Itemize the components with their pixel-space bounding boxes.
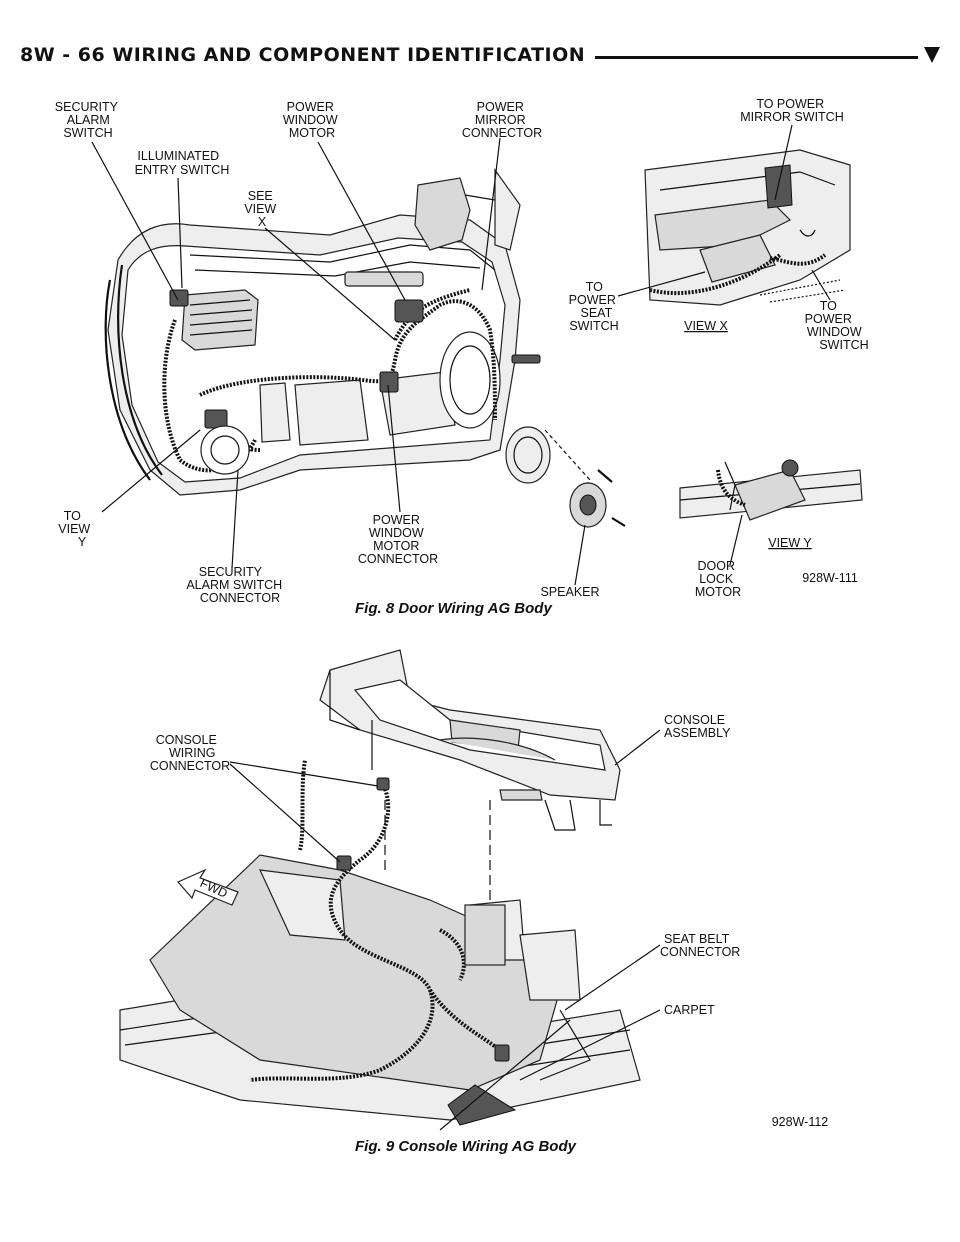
page-title: 8W - 66 WIRING AND COMPONENT IDENTIFICAT… xyxy=(20,44,596,66)
label-power-mirror-connector: POWER MIRROR CONNECTOR xyxy=(462,100,542,140)
figure-9-console-wiring: FWD CONSOLE WIRING CONNECTOR CONSOLE ASS… xyxy=(119,649,828,1131)
view-x-inset xyxy=(644,149,851,306)
figure-8-door-wiring: SECURITY ALARM SWITCH ILLUMINATED ENTRY … xyxy=(55,97,869,605)
label-view-y: VIEW Y xyxy=(768,536,812,550)
label-security-alarm-switch: SECURITY ALARM SWITCH xyxy=(55,100,121,140)
label-to-power-seat-switch: TO POWER SEAT SWITCH xyxy=(569,280,620,333)
console-illustration: FWD xyxy=(119,649,641,1126)
label-security-alarm-switch-connector: SECURITY ALARM SWITCH CONNECTOR xyxy=(186,565,285,605)
figure-8-caption: Fig. 8 Door Wiring AG Body xyxy=(355,600,552,617)
door-illustration xyxy=(104,168,626,528)
page-header: 8W - 66 WIRING AND COMPONENT IDENTIFICAT… xyxy=(20,44,940,74)
figure-9-caption: Fig. 9 Console Wiring AG Body xyxy=(355,1138,576,1155)
figure-8-code: 928W-111 xyxy=(802,571,858,585)
figure-9-leaders xyxy=(229,729,661,1131)
figure-9-labels: CONSOLE WIRING CONNECTOR CONSOLE ASSEMBL… xyxy=(150,713,828,1129)
label-console-wiring-connector: CONSOLE WIRING CONNECTOR xyxy=(150,733,230,773)
label-see-view-x: SEE VIEW X xyxy=(244,189,279,229)
label-illuminated-entry-switch: ILLUMINATED ENTRY SWITCH xyxy=(135,149,230,177)
label-to-power-mirror-switch: TO POWER MIRROR SWITCH xyxy=(740,97,843,124)
label-view-x: VIEW X xyxy=(684,319,728,333)
label-to-power-window-switch: TO POWER WINDOW SWITCH xyxy=(805,299,869,352)
label-to-view-y: TO VIEW Y xyxy=(58,509,93,549)
header-triangle-icon xyxy=(924,47,940,63)
figure-9-code: 928W-112 xyxy=(772,1115,829,1129)
label-seat-belt-connector: SEAT BELT CONNECTOR xyxy=(660,932,740,959)
label-door-lock-motor: DOOR LOCK MOTOR xyxy=(695,559,741,599)
label-carpet: CARPET xyxy=(664,1003,715,1017)
label-power-window-motor-connector: POWER WINDOW MOTOR CONNECTOR xyxy=(358,513,438,566)
label-console-assembly: CONSOLE ASSEMBLY xyxy=(664,713,731,740)
label-power-window-motor: POWER WINDOW MOTOR xyxy=(283,100,341,140)
view-y-inset xyxy=(679,459,863,521)
figure-8-labels: SECURITY ALARM SWITCH ILLUMINATED ENTRY … xyxy=(55,97,869,605)
label-speaker: SPEAKER xyxy=(540,585,599,599)
fwd-arrow-icon: FWD xyxy=(177,868,239,906)
figure-8-leaders xyxy=(91,124,831,586)
